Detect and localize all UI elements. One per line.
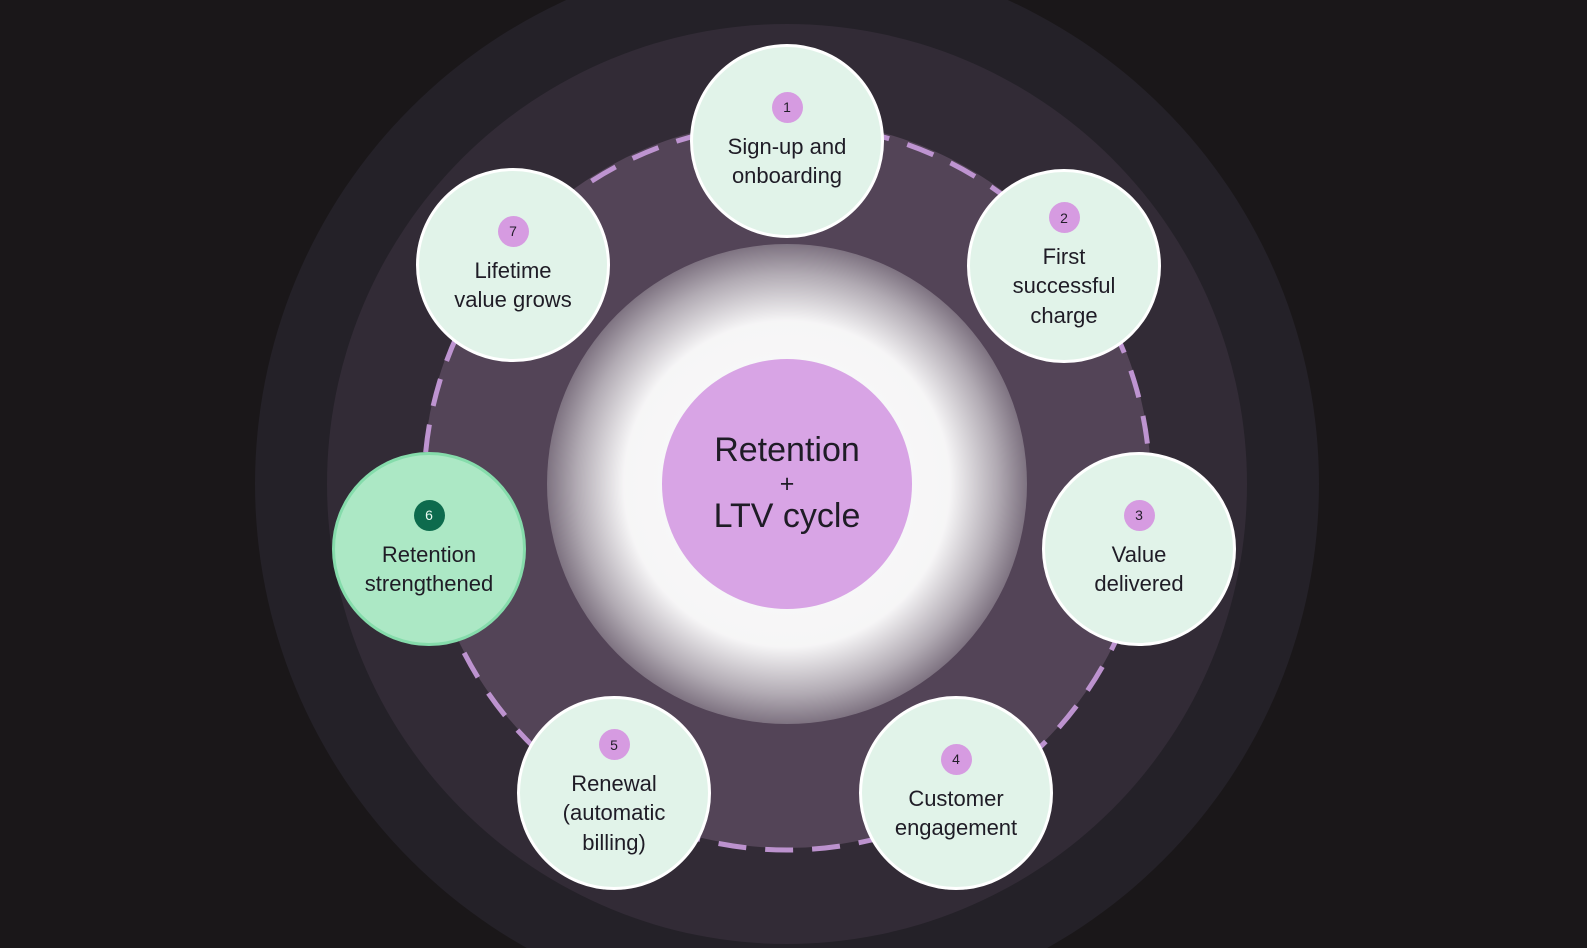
node-6-number-badge: 6 (413, 499, 445, 531)
hub-title-line2: LTV cycle (713, 497, 861, 536)
node-4-number-badge: 4 (940, 743, 972, 775)
node-7-number-badge: 7 (497, 215, 529, 247)
node-1-label: Sign-up and onboarding (727, 133, 847, 188)
node-7-label: Lifetime value grows (454, 257, 572, 312)
hub-circle: Retention + LTV cycle (662, 359, 912, 609)
node-3-value-delivered: 3 Value delivered (1042, 452, 1236, 646)
node-2-first-successful-charge: 2 First successful charge (967, 169, 1161, 363)
node-6-retention-strengthened: 6 Retention strengthened (332, 452, 526, 646)
node-3-label: Value delivered (1094, 541, 1184, 596)
node-5-label: Renewal (automatic billing) (562, 771, 666, 855)
hub-plus-sign: + (779, 469, 795, 498)
node-1-number-badge: 1 (771, 91, 803, 123)
node-6-label: Retention strengthened (364, 541, 494, 596)
node-2-label: First successful charge (1012, 244, 1116, 328)
node-4-customer-engagement: 4 Customer engagement (859, 696, 1053, 890)
node-5-number-badge: 5 (598, 729, 630, 761)
node-1-signup-onboarding: 1 Sign-up and onboarding (690, 44, 884, 238)
node-4-label: Customer engagement (894, 785, 1018, 840)
node-7-lifetime-value-grows: 7 Lifetime value grows (416, 168, 610, 362)
node-3-number-badge: 3 (1123, 499, 1155, 531)
hub-title-line1: Retention (714, 431, 860, 470)
node-5-renewal-automatic-billing: 5 Renewal (automatic billing) (517, 696, 711, 890)
node-2-number-badge: 2 (1048, 202, 1080, 234)
